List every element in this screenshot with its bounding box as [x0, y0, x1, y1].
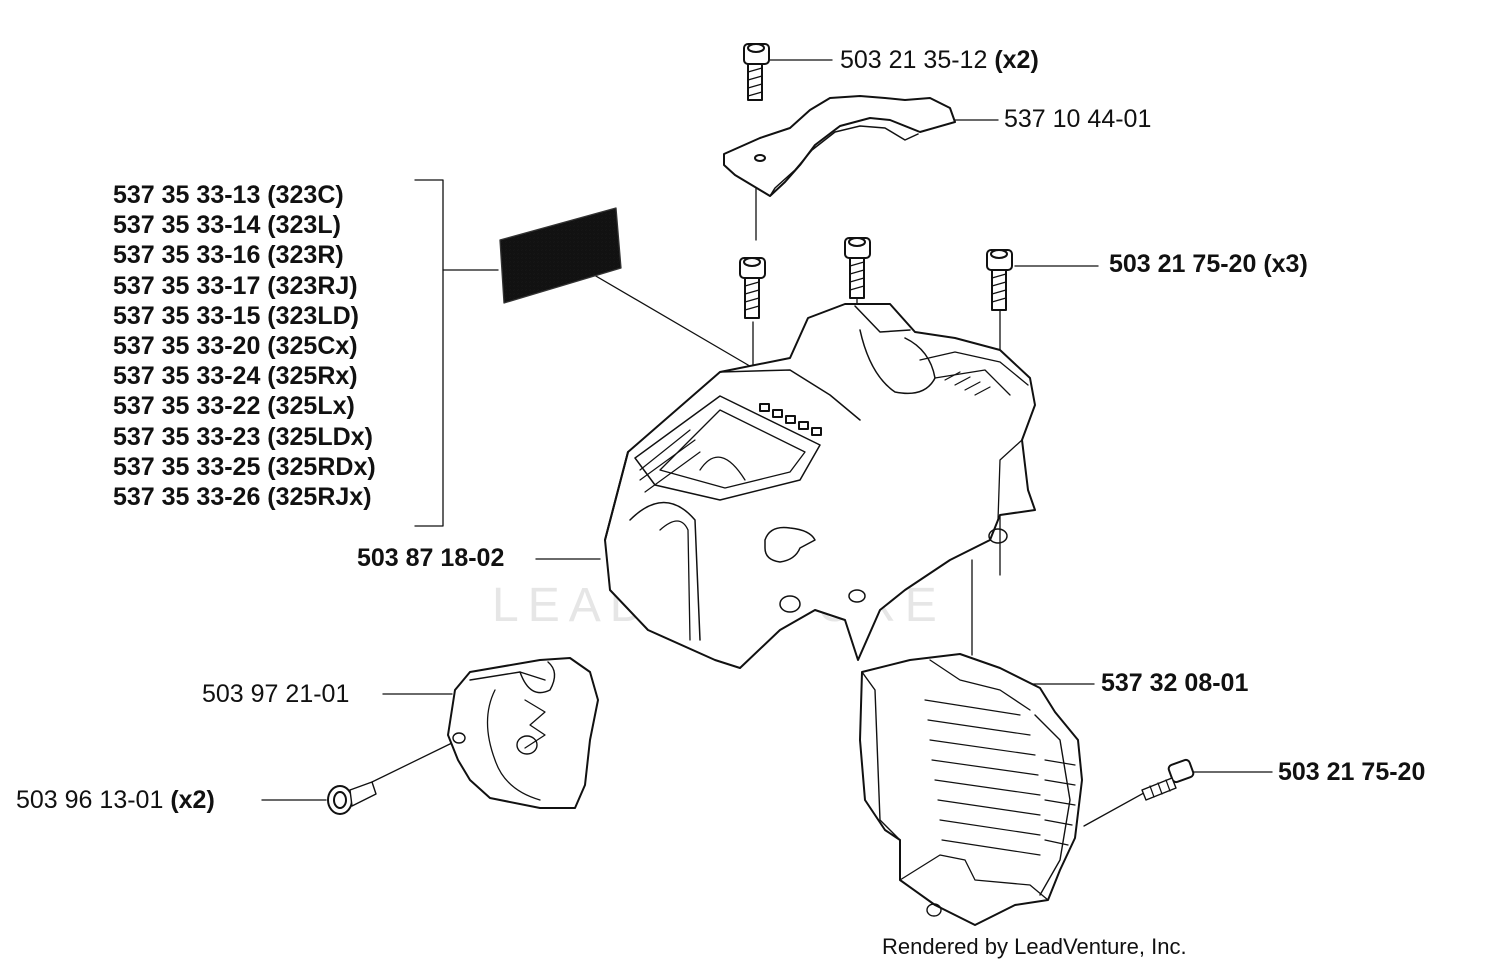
footer-credit: Rendered by LeadVenture, Inc.: [882, 934, 1187, 959]
decal-variant: 537 35 33-17 (323RJ): [113, 271, 358, 300]
decal-variant: 537 35 33-15 (323LD): [113, 301, 359, 330]
decal-variant: 537 35 33-16 (323R): [113, 241, 344, 270]
part-number: 537 32 08-01: [1101, 669, 1249, 697]
decal-variant: 537 35 33-22 (325Lx): [113, 392, 355, 421]
decal-variant-list: 537 35 33-13 (323C) 537 35 33-14 (323L) …: [113, 180, 376, 512]
label-bracket: 537 10 44-01: [1004, 104, 1151, 134]
decal-variant: 537 35 33-20 (325Cx): [113, 332, 358, 361]
label-screw-filter: 503 96 13-01 (x2): [16, 785, 215, 815]
label-air-filter-cover: 503 97 21-01: [202, 679, 349, 709]
quantity: (x2): [170, 786, 215, 814]
decal-variant: 537 35 33-24 (325Rx): [113, 362, 358, 391]
decal: [499, 207, 622, 304]
label-screw-top: 503 21 35-12 (x2): [840, 45, 1039, 75]
label-lower-cover: 537 32 08-01: [1101, 668, 1248, 698]
screw-mid-icon: [844, 237, 871, 299]
part-number: 503 97 21-01: [202, 680, 350, 708]
decal-variant: 537 35 33-23 (325LDx): [113, 422, 373, 451]
screw-filter-icon: [327, 781, 377, 815]
decal-variant: 537 35 33-25 (325RDx): [113, 452, 376, 481]
lower-cover-part: [859, 653, 1083, 926]
bracket-part: [723, 95, 956, 197]
decal-variant: 537 35 33-26 (325RJx): [113, 483, 372, 512]
screw-mid-icon: [739, 257, 766, 319]
part-number: 503 21 75-20: [1278, 758, 1426, 786]
label-cover: 503 87 18-02: [357, 543, 504, 573]
part-number: 503 87 18-02: [357, 544, 505, 572]
main-cover-part: [604, 303, 1036, 669]
label-screws-mid: 503 21 75-20 (x3): [1109, 249, 1308, 279]
quantity: (x3): [1263, 250, 1308, 278]
quantity: (x2): [994, 46, 1039, 74]
screw-lower-icon: [1141, 758, 1195, 801]
part-number: 503 21 75-20: [1109, 250, 1257, 278]
part-number: 503 21 35-12: [840, 46, 988, 74]
part-number: 537 10 44-01: [1004, 105, 1152, 133]
screw-mid-icon: [986, 249, 1013, 311]
screw-top-icon: [743, 43, 770, 101]
decal-variant: 537 35 33-14 (323L): [113, 211, 341, 240]
decal-variant: 537 35 33-13 (323C): [113, 181, 344, 209]
label-screw-lower: 503 21 75-20: [1278, 757, 1425, 787]
air-filter-cover-part: [447, 657, 599, 809]
part-number: 503 96 13-01: [16, 786, 164, 814]
